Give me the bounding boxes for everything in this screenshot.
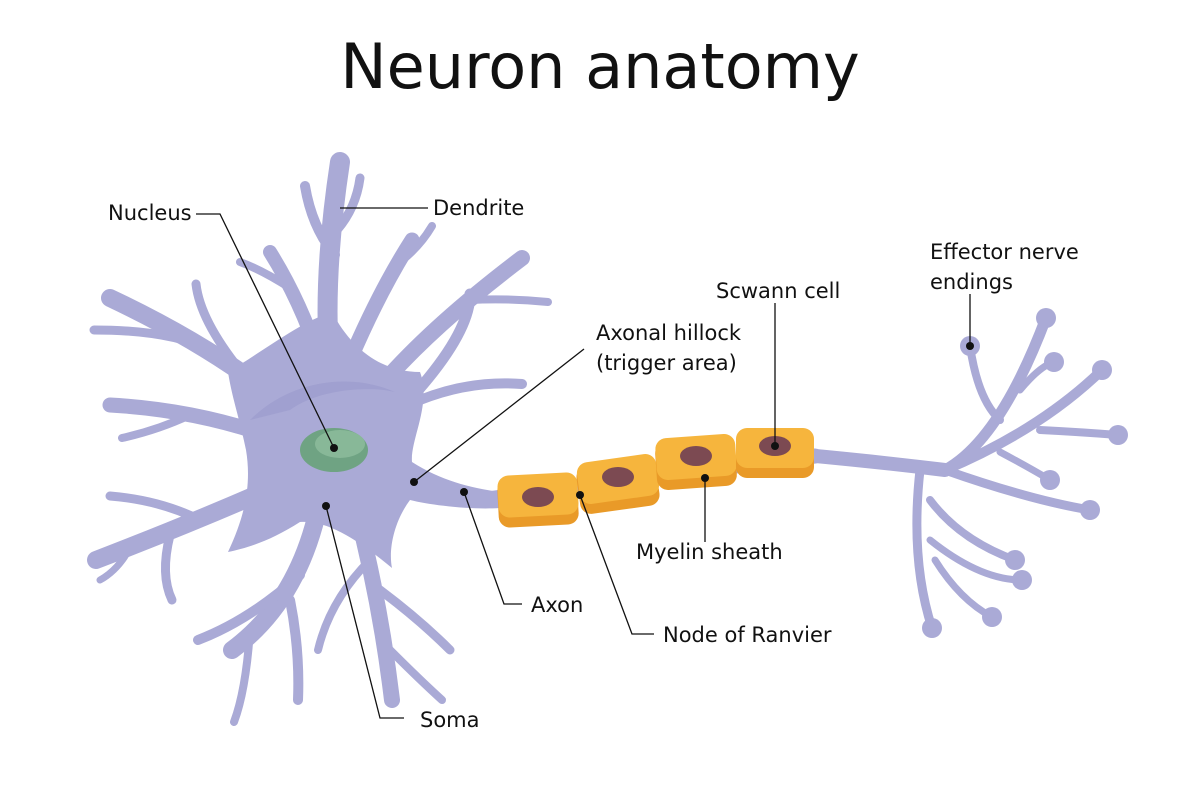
soma-shade <box>250 381 395 420</box>
label-schwann-cell: Scwann cell <box>716 279 841 303</box>
terminal-bulbs <box>922 308 1128 638</box>
label-node-of-ranvier: Node of Ranvier <box>663 623 832 647</box>
label-dendrite: Dendrite <box>433 196 525 220</box>
label-axon: Axon <box>531 593 584 617</box>
label-effector-line1: Effector nerve <box>930 240 1079 264</box>
leader-dots <box>322 342 974 510</box>
nucleus-highlight <box>315 430 365 458</box>
label-soma: Soma <box>420 708 480 732</box>
label-nucleus: Nucleus <box>108 201 192 225</box>
myelin-segments <box>497 428 814 528</box>
label-effector-line2: endings <box>930 270 1013 294</box>
label-axonal-hillock-line2: (trigger area) <box>596 351 737 375</box>
axon-terminals <box>798 312 1122 633</box>
label-axonal-hillock-line1: Axonal hillock <box>596 321 742 345</box>
diagram-title: Neuron anatomy <box>340 30 860 103</box>
leader-lines <box>196 207 971 719</box>
label-myelin-sheath: Myelin sheath <box>636 540 783 564</box>
